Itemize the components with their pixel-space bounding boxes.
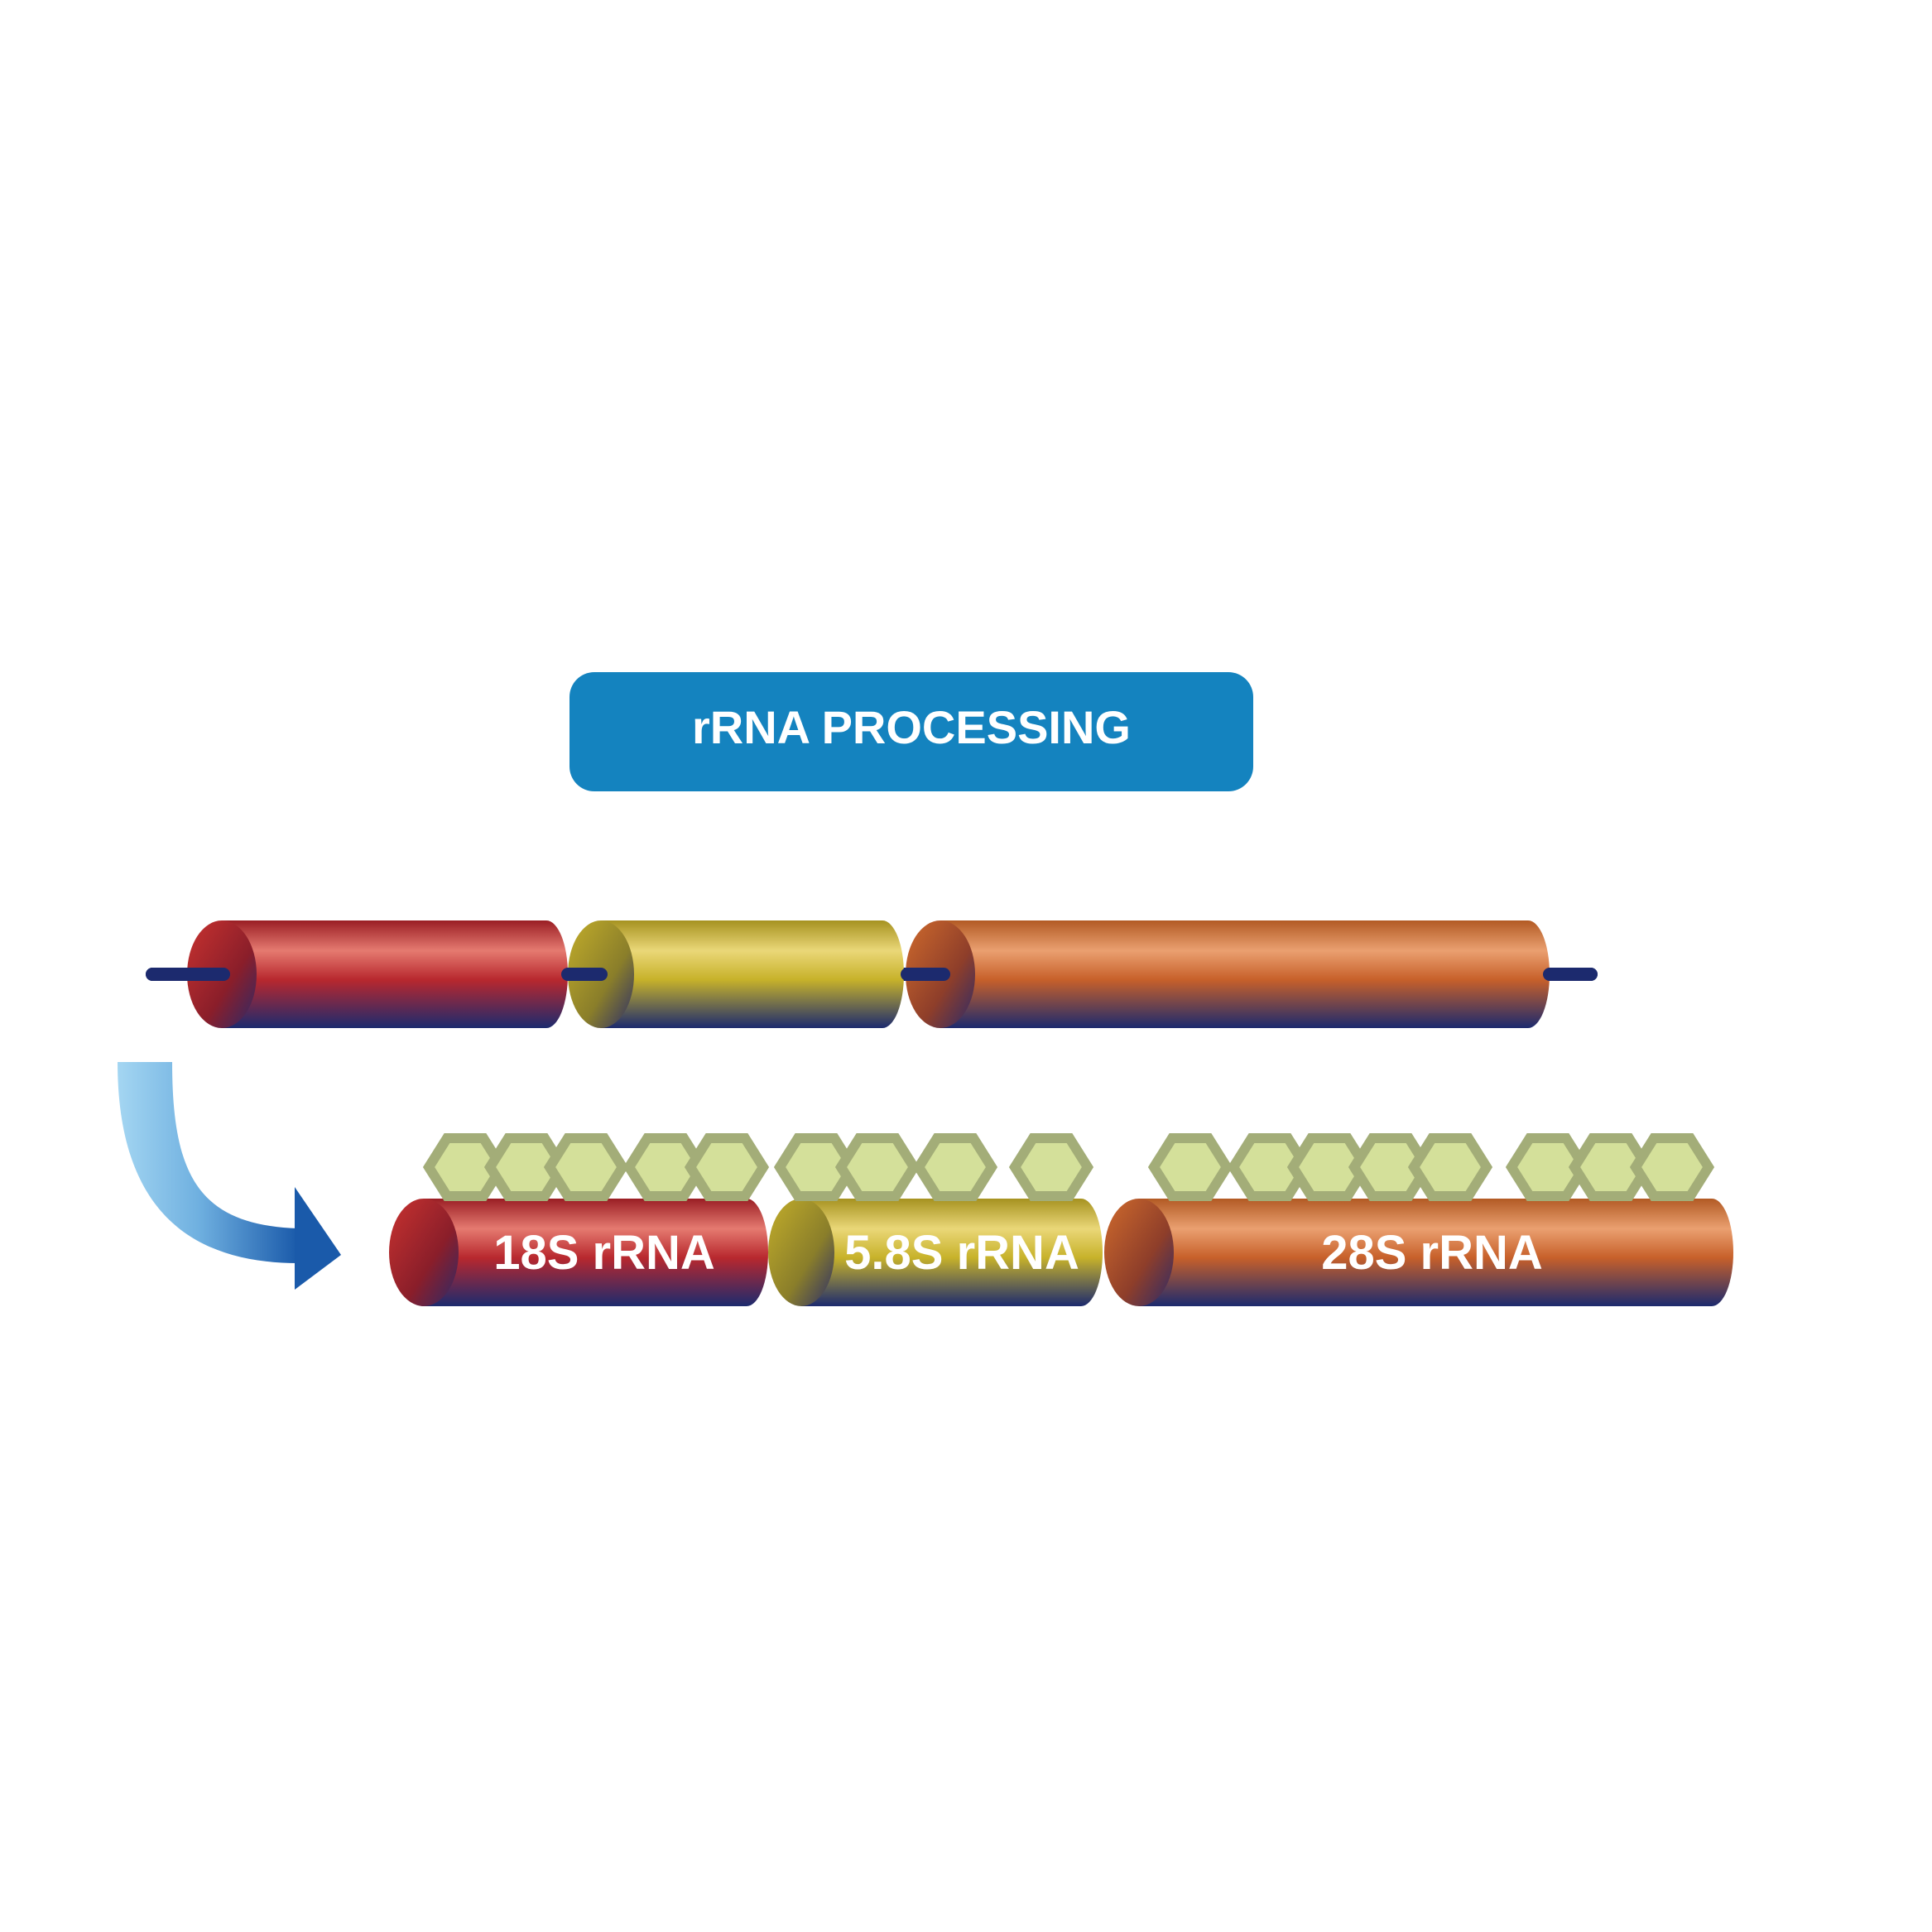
label-18s: 18S rRNA	[493, 1226, 715, 1280]
hexagon-group-28s	[1147, 1133, 1715, 1201]
hexagon-group-5-8s	[773, 1133, 1094, 1201]
label-5-8s: 5.8S rRNA	[844, 1226, 1079, 1280]
precursor-segment-18s	[146, 920, 568, 1028]
precursor-transcript	[146, 920, 1598, 1028]
page-title: rRNA PROCESSING	[692, 701, 1131, 753]
mature-segment-18s: 18S rRNA	[389, 1133, 770, 1306]
title-box	[570, 672, 1253, 791]
mature-rrnas: 18S rRNA 5.8S rRNA	[389, 1133, 1733, 1306]
processing-arrow	[118, 1062, 341, 1290]
precursor-segment-28s	[901, 920, 1598, 1028]
mature-segment-5-8s: 5.8S rRNA	[768, 1133, 1103, 1306]
label-28s: 28S rRNA	[1321, 1226, 1543, 1280]
title-banner: rRNA PROCESSING	[570, 672, 1253, 791]
hexagon-group-18s	[422, 1133, 770, 1201]
mature-segment-28s: 28S rRNA	[1104, 1133, 1733, 1306]
precursor-segment-5-8s	[561, 920, 904, 1028]
